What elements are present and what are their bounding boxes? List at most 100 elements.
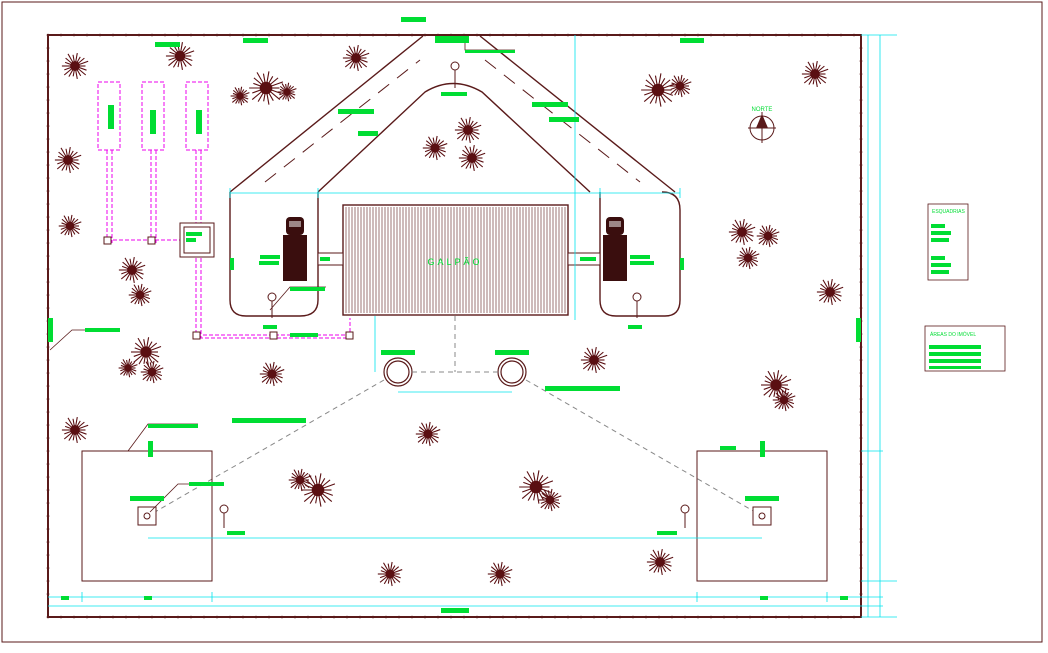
fence-post (371, 615, 375, 619)
annotation-label-bar (628, 325, 642, 329)
legend-1-title: ESQUADRIAS (932, 209, 965, 215)
annotation-label-bar (260, 255, 280, 259)
fence-post (553, 615, 557, 619)
fence-post (774, 33, 778, 37)
tree-symbol (259, 361, 285, 387)
fence-post (859, 280, 863, 284)
north-arrow: NORTE (748, 107, 776, 143)
fence-post (605, 33, 609, 37)
tree-symbol (761, 370, 792, 400)
fence-post (111, 33, 115, 37)
fence-post (683, 33, 687, 37)
fence-post (859, 423, 863, 427)
tree-symbol (756, 224, 780, 248)
tree-symbol (519, 470, 554, 504)
lamp-posts (219, 61, 690, 528)
fence-post (59, 33, 63, 37)
fence-post (859, 566, 863, 570)
annotation-label-bar (263, 325, 277, 329)
fence-post (748, 615, 752, 619)
fence-post (657, 615, 661, 619)
tank-1 (97, 81, 121, 151)
annotation-label-bar (196, 110, 202, 134)
fence-post (215, 33, 219, 37)
fence-post (46, 592, 50, 596)
drainage-lines (147, 316, 763, 517)
tree-symbol (131, 337, 162, 367)
annotation-label-bar (760, 441, 765, 457)
fence-post (254, 615, 258, 619)
fence-post (228, 33, 232, 37)
fence-post (202, 33, 206, 37)
fence-post (46, 540, 50, 544)
fence-post (46, 553, 50, 557)
tree-symbol (728, 218, 756, 246)
fence-post (859, 124, 863, 128)
tree-symbol (342, 44, 370, 72)
fence-post (826, 615, 830, 619)
fence-post (839, 615, 843, 619)
fence-post (293, 615, 297, 619)
fence-post (46, 579, 50, 583)
fence-post (859, 501, 863, 505)
fence-post (85, 33, 89, 37)
tree-symbol (249, 71, 284, 105)
annotation-label-bar (680, 38, 704, 43)
tree-symbol (668, 74, 692, 98)
fence-post (163, 33, 167, 37)
fence-post (72, 33, 76, 37)
annotation-label-bar (338, 109, 374, 114)
annotation-label-bar (441, 608, 469, 613)
fence-post (46, 358, 50, 362)
warehouse-roof-lines (345, 207, 566, 313)
fence-post (859, 475, 863, 479)
fence-post (579, 33, 583, 37)
fence-post (735, 33, 739, 37)
fence-post (46, 189, 50, 193)
fence-post (859, 46, 863, 50)
fence-post (46, 475, 50, 479)
fence-post (566, 615, 570, 619)
fence-post (709, 33, 713, 37)
fence-post (46, 371, 50, 375)
fence-post (46, 228, 50, 232)
fence-post (540, 615, 544, 619)
fence-post (859, 215, 863, 219)
fence-post (46, 514, 50, 518)
fence-post (859, 514, 863, 518)
fence-post (859, 488, 863, 492)
tree-symbol (736, 246, 760, 270)
fence-post (592, 615, 596, 619)
tank-2 (141, 81, 165, 151)
utility-boxes (103, 222, 354, 340)
tree-symbol (140, 360, 164, 384)
fence-post (800, 615, 804, 619)
fence-post (462, 615, 466, 619)
tree-symbol (165, 42, 195, 70)
annotation-label-bar (186, 238, 196, 242)
fence-post (358, 33, 362, 37)
annotation-label-bar (148, 441, 153, 457)
fence-post (46, 59, 50, 63)
fence-post (859, 267, 863, 271)
fence-post (46, 293, 50, 297)
fence-post (761, 615, 765, 619)
fence-post (319, 33, 323, 37)
annotation-labels (48, 17, 861, 613)
fence-post (859, 527, 863, 531)
annotation-label-bar (148, 424, 198, 428)
fence-post (46, 33, 50, 37)
tree-symbol (487, 561, 513, 587)
fence-post (46, 267, 50, 271)
fence-post (46, 384, 50, 388)
fence-post (696, 33, 700, 37)
fence-post (501, 615, 505, 619)
legend-2-title: ÁREAS DO IMÓVEL (930, 331, 976, 338)
fence-post (46, 280, 50, 284)
fence-post (72, 615, 76, 619)
fence-post (670, 33, 674, 37)
fence-post (859, 150, 863, 154)
fence-post (46, 410, 50, 414)
fence-post (813, 615, 817, 619)
fence-post (475, 615, 479, 619)
